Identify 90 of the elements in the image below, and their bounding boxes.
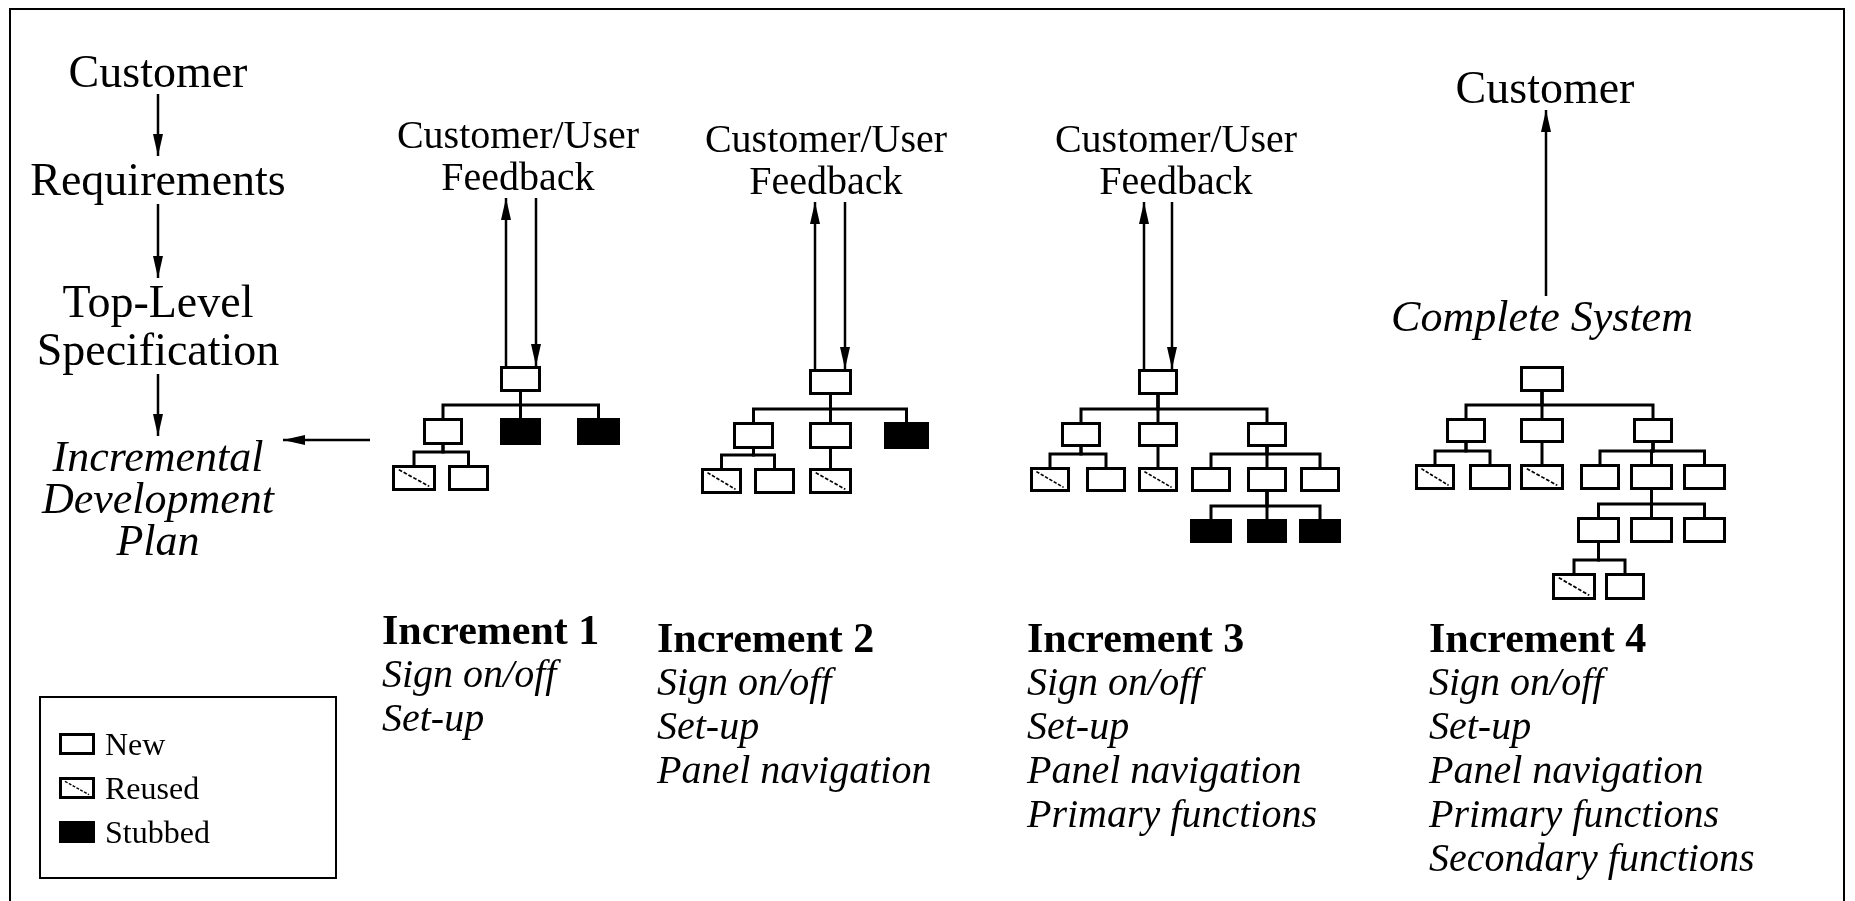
arrow xyxy=(1541,110,1551,296)
feature-label: Set-up xyxy=(657,704,760,748)
legend-label: Reused xyxy=(105,768,200,807)
feature-label: Secondary functions xyxy=(1429,836,1755,880)
connector-line xyxy=(1265,492,1322,519)
hatched-module-box xyxy=(1138,467,1178,492)
module-box xyxy=(1138,422,1178,447)
filled-module-box xyxy=(1247,519,1287,543)
increment-heading: Increment 3 xyxy=(1027,616,1245,660)
module-box xyxy=(1580,464,1620,490)
feature-label: Panel navigation xyxy=(1027,748,1302,792)
filled-module-box xyxy=(500,418,541,445)
module-box xyxy=(1086,467,1126,492)
increment-heading: Increment 4 xyxy=(1429,616,1647,660)
connector-line xyxy=(1651,443,1706,464)
hatched-module-box xyxy=(1030,467,1070,492)
module-box xyxy=(1630,464,1673,490)
arrow xyxy=(501,198,511,366)
feedback-label: Customer/User Feedback xyxy=(686,118,966,202)
filled-module-box xyxy=(1190,519,1232,543)
module-box xyxy=(1520,366,1564,392)
module-box xyxy=(1247,422,1287,447)
connector-line xyxy=(1079,447,1108,467)
stage-label: Customer xyxy=(40,48,276,96)
connector-line xyxy=(1156,447,1160,467)
hatched-module-box xyxy=(1415,464,1455,490)
connector-line xyxy=(829,449,832,468)
arrow xyxy=(153,374,163,436)
feature-label: Set-up xyxy=(1027,704,1130,748)
module-box xyxy=(1605,573,1645,600)
connector-line xyxy=(1464,443,1492,464)
filled-module-box xyxy=(577,418,620,445)
module-box xyxy=(1191,467,1231,492)
system-label: Complete System xyxy=(1357,296,1727,338)
hatched-module-box xyxy=(1520,464,1564,490)
increment-heading: Increment 1 xyxy=(382,608,600,652)
hatched-module-box xyxy=(392,465,436,491)
arrow xyxy=(1139,202,1149,369)
module-box xyxy=(1138,369,1178,395)
module-box xyxy=(1300,467,1340,492)
feature-label: Panel navigation xyxy=(657,748,932,792)
module-box xyxy=(1683,464,1726,490)
module-box xyxy=(1577,517,1620,543)
module-box xyxy=(809,422,852,449)
filled-module-box xyxy=(1299,519,1341,543)
stage-label: Top-Level Specification xyxy=(14,278,302,374)
module-box xyxy=(423,418,463,445)
connector-line xyxy=(1265,447,1322,467)
feature-label: Set-up xyxy=(1429,704,1532,748)
connector-line xyxy=(1156,395,1269,422)
increment-heading: Increment 2 xyxy=(657,616,875,660)
connector-line xyxy=(519,392,600,418)
feature-label: Panel navigation xyxy=(1429,748,1704,792)
filled-module-box xyxy=(884,422,929,449)
module-box xyxy=(1520,418,1564,443)
hatched-module-box xyxy=(1552,573,1596,600)
module-box xyxy=(733,422,774,449)
module-box xyxy=(1247,467,1287,492)
arrow xyxy=(531,198,541,366)
arrow xyxy=(283,435,370,445)
module-box xyxy=(754,468,795,494)
module-box xyxy=(1683,517,1726,543)
feature-label: Primary functions xyxy=(1027,792,1317,836)
feedback-label: Customer/User Feedback xyxy=(378,114,658,198)
connector-line xyxy=(441,445,470,465)
arrow xyxy=(153,204,163,278)
plan-label: Incremental Development Plan xyxy=(33,436,283,562)
module-box xyxy=(809,369,852,395)
module-box xyxy=(1630,517,1673,543)
arrow xyxy=(153,94,163,156)
module-box xyxy=(448,465,489,491)
module-box xyxy=(1061,422,1101,447)
legend-label: Stubbed xyxy=(105,812,210,851)
module-box xyxy=(1469,464,1511,490)
module-box xyxy=(1446,418,1486,443)
arrow xyxy=(810,202,820,369)
feature-label: Primary functions xyxy=(1429,792,1719,836)
connector-line xyxy=(1540,443,1544,464)
arrow xyxy=(1167,202,1177,369)
legend-label: New xyxy=(105,724,166,763)
module-box xyxy=(500,366,541,392)
module-box xyxy=(1633,418,1673,443)
hatched-module-box xyxy=(701,468,742,494)
arrow xyxy=(840,202,850,369)
stage-label: Customer xyxy=(1425,64,1665,112)
feedback-label: Customer/User Feedback xyxy=(1036,118,1316,202)
connector-line xyxy=(1540,392,1655,418)
hatched-module-box xyxy=(809,468,852,494)
stage-label: Requirements xyxy=(14,156,302,204)
feature-label: Set-up xyxy=(382,696,485,740)
